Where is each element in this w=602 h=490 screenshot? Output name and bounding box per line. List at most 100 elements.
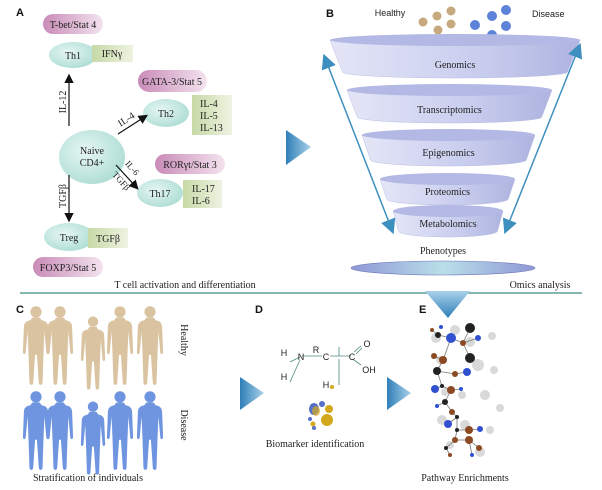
network-node: [435, 404, 439, 408]
omics-layer-disc: [392, 210, 504, 238]
omics-layer-label: Proteomics: [425, 187, 470, 198]
treg-label: Treg: [60, 233, 79, 244]
network-node: [477, 426, 483, 432]
network-node: [463, 368, 471, 376]
network-node: [455, 428, 459, 432]
th17-label: Th17: [149, 189, 170, 200]
background-node: [490, 366, 498, 374]
omics-layer-label: Genomics: [435, 60, 476, 71]
panel-b: B Healthy Disease GenomicsTranscriptomic…: [321, 5, 583, 291]
network-node: [475, 335, 481, 341]
panel-e: E Pathway Enrichments: [419, 304, 509, 484]
caption-d: Biomarker identification: [266, 439, 365, 450]
background-node: [458, 391, 466, 399]
caption-e: Pathway Enrichments: [421, 473, 509, 484]
treg-tf-pill: [33, 257, 103, 277]
background-node: [472, 359, 484, 371]
naive-cd4-cell: [59, 130, 125, 184]
th1-cytokine: IFNγ: [102, 49, 123, 60]
panel-d: D R N C C O OH H H H Biomarker identific…: [255, 304, 376, 450]
background-node: [496, 404, 504, 412]
network-node: [449, 409, 455, 415]
atom-h: H: [281, 372, 288, 382]
panel-a: A T-bet/Stat 4 Th1 IFNγ IL-12 GATA-3/Sta…: [16, 7, 256, 291]
pathway-network: [430, 323, 504, 457]
healthy-samples: [418, 6, 456, 35]
phenotypes-disc: [350, 260, 536, 276]
flow-arrow-c-to-d: [240, 377, 264, 410]
network-node: [447, 386, 455, 394]
right-double-arrow: [502, 42, 583, 235]
naive-label: CD4+: [80, 158, 105, 169]
tgfb-label: TGFβ: [58, 184, 69, 208]
panel-letter-c: C: [16, 304, 24, 316]
th17-cytokine-box: [183, 180, 222, 208]
th2-label: Th2: [158, 109, 174, 120]
healthy-row-label: Healthy: [178, 324, 189, 356]
disease-individuals: [22, 391, 164, 475]
network-node: [465, 426, 473, 434]
treg-cytokine-box: [88, 228, 128, 248]
network-node: [433, 367, 441, 375]
treg-cytokine: TGFβ: [96, 234, 120, 245]
network-node: [440, 384, 444, 388]
panel-c: C Healthy Disease Stratification of indi…: [16, 304, 189, 484]
biomarker-bubbles: [308, 385, 334, 430]
il4-label: IL-4: [116, 110, 137, 129]
panel-letter-d: D: [255, 304, 263, 316]
il4-arrow: [117, 114, 149, 135]
network-node: [465, 353, 475, 363]
background-node: [450, 325, 460, 335]
omics-layer-top: [330, 34, 580, 46]
amino-acid-bonds: [289, 345, 363, 385]
network-node: [439, 356, 447, 364]
atom-c-carboxyl: C: [349, 352, 356, 362]
atom-h: H: [323, 380, 330, 390]
atom-r: R: [313, 345, 320, 355]
left-double-arrow: [321, 53, 396, 235]
th17-cytokine: IL-17: [192, 184, 215, 195]
background-node: [488, 332, 496, 340]
background-node: [480, 390, 490, 400]
healthy-individuals: [22, 306, 164, 390]
th1-cell: [49, 42, 97, 68]
panel-letter-a: A: [16, 7, 24, 19]
th17-cytokine: IL-6: [192, 196, 210, 207]
atom-n: N: [298, 352, 305, 362]
th2-cell: [143, 99, 189, 127]
network-node: [465, 436, 473, 444]
network-node: [446, 333, 456, 343]
phenotypes-label: Phenotypes: [420, 246, 466, 257]
network-node: [470, 453, 474, 457]
flow-arrow-d-to-e: [387, 377, 411, 410]
panel-letter-e: E: [419, 304, 426, 316]
omics-layer-label: Metabolomics: [419, 219, 476, 230]
flow-arrow-a-to-b: [286, 130, 311, 165]
th1-label: Th1: [65, 51, 81, 62]
caption-b: Omics analysis: [510, 280, 571, 291]
il6-label: IL-6: [123, 159, 141, 178]
atom-c: C: [323, 352, 330, 362]
il12-label: IL-12: [58, 91, 69, 114]
th17-tf-pill: [155, 154, 225, 174]
caption-a: T cell activation and differentiation: [114, 280, 255, 291]
treg-cell: [44, 223, 94, 251]
network-node: [455, 415, 459, 419]
network-node: [431, 385, 439, 393]
treg-tf: FOXP3/Stat 5: [40, 263, 96, 274]
network-node: [476, 445, 482, 451]
th2-cytokine: IL-4: [200, 99, 218, 110]
th2-cytokine-box: [192, 95, 232, 135]
background-node: [486, 426, 494, 434]
panel-letter-b: B: [326, 8, 334, 20]
omics-layer-label: Epigenomics: [422, 148, 474, 159]
th2-cytokine: IL-5: [200, 111, 218, 122]
naive-label: Naive: [80, 146, 104, 157]
omics-layer-top: [380, 173, 515, 185]
network-node: [459, 387, 463, 391]
atom-o: O: [363, 339, 370, 349]
omics-layer-top: [393, 205, 503, 217]
il6-tgfb-arrow: [115, 164, 139, 190]
th1-cytokine-box: [92, 45, 133, 62]
